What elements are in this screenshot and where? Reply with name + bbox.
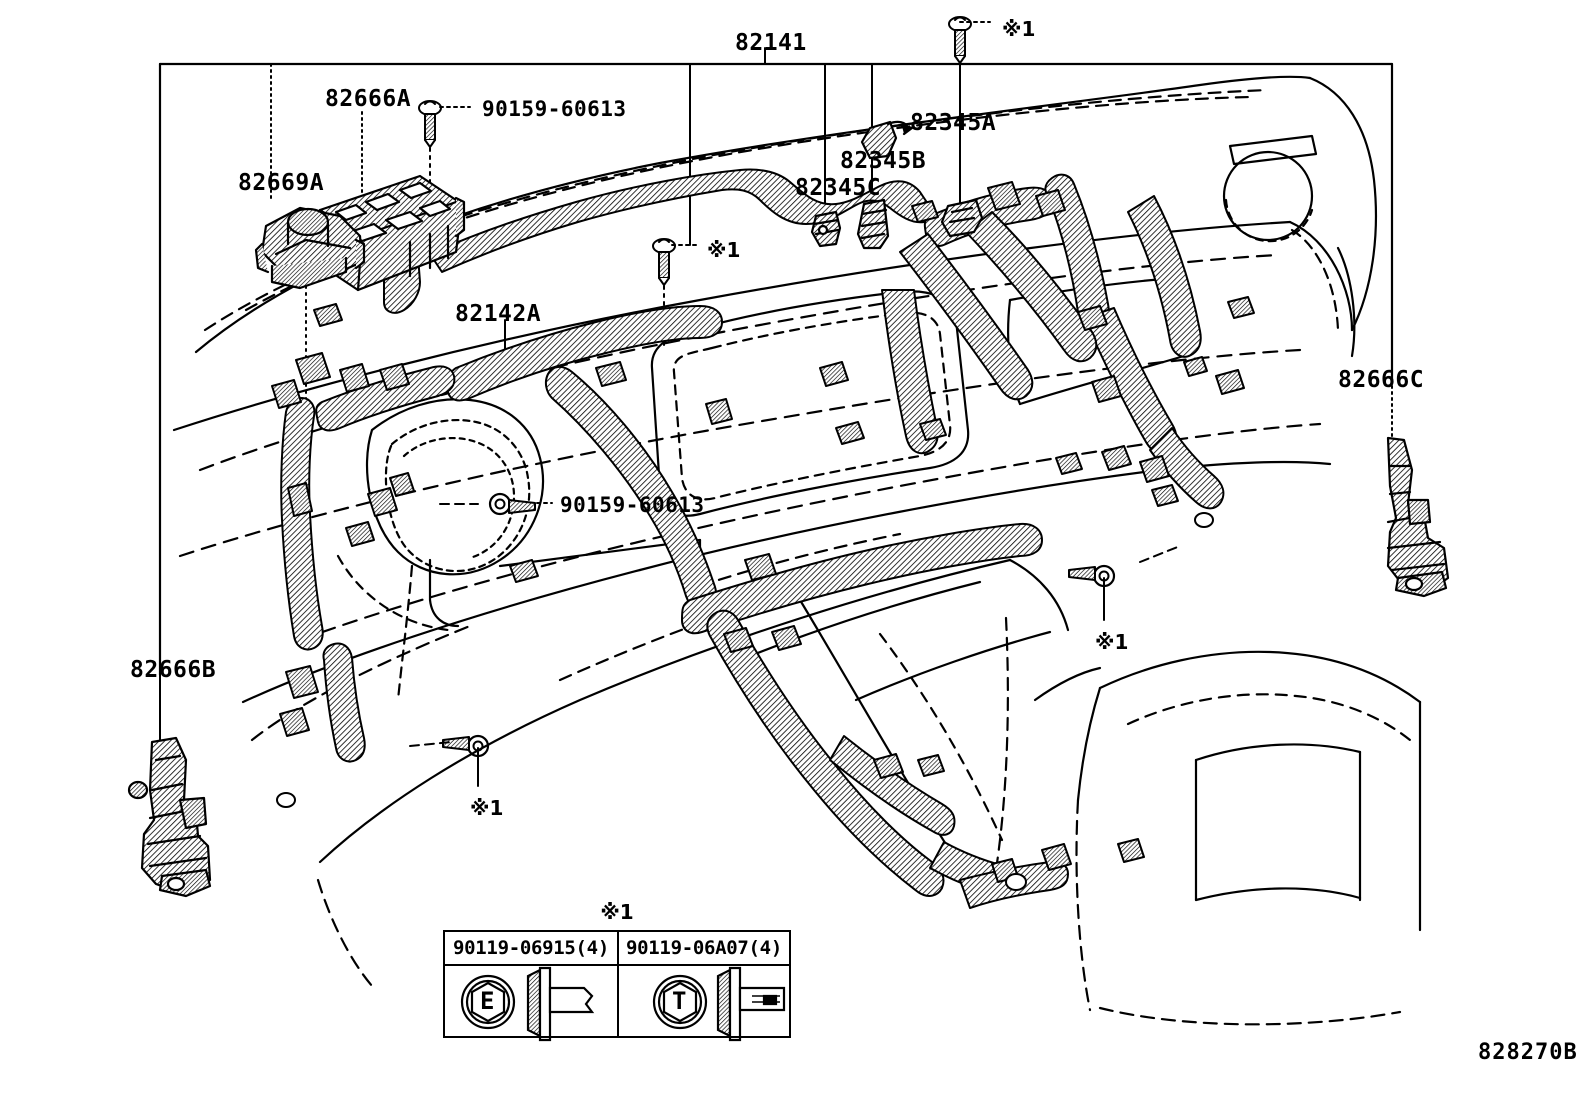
- legend-reference-mark: ※1: [600, 900, 634, 924]
- callout-82666A: 82666A: [325, 86, 412, 112]
- part-82669A: [254, 206, 366, 290]
- callout-82669A: 82669A: [238, 170, 325, 196]
- clamp-82345A-detail: [860, 120, 914, 160]
- legend-part-number-2: 90119-06A07(4): [619, 932, 789, 966]
- harness-clips: [271, 181, 1255, 883]
- bolt-ref-top-right: [947, 15, 973, 65]
- legend-column-1: 90119-06915(4): [445, 932, 617, 1036]
- legend-column-2: 90119-06A07(4): [617, 932, 789, 1036]
- callout-82666C: 82666C: [1338, 367, 1425, 393]
- bolt-ref-bottom-left: [441, 734, 490, 758]
- harness-82142A: [280, 305, 1069, 909]
- legend-head-stamp-1: E: [480, 987, 495, 1015]
- part-82666B: [127, 736, 212, 898]
- legend-head-stamp-2: T: [672, 987, 687, 1015]
- legend-bolt-illustration-2: [619, 966, 789, 1036]
- clamp-82345A: [940, 198, 984, 238]
- callout-90159-60613-mid: 90159-60613: [560, 493, 705, 517]
- legend-table: 90119-06915(4) 90119-06A07(4): [443, 930, 791, 1038]
- legend-bolt-icons: [460, 966, 786, 1042]
- diagram-id: 828270B: [1478, 1040, 1578, 1065]
- callout-82141: 82141: [735, 30, 807, 56]
- part-82666C: [1386, 436, 1450, 598]
- callout-82345A: 82345A: [910, 110, 997, 136]
- clamp-82345C: [810, 210, 842, 248]
- reference-mark-mid-left: ※1: [707, 238, 741, 262]
- callout-82345B: 82345B: [840, 148, 927, 174]
- bolt-ref-bottom-right: [1067, 564, 1116, 588]
- callout-82345C: 82345C: [795, 175, 882, 201]
- reference-mark-bottom-right: ※1: [1095, 630, 1129, 654]
- harness-right: [881, 173, 1225, 510]
- reference-mark-top-right: ※1: [1002, 17, 1036, 41]
- callout-82142A: 82142A: [455, 301, 542, 327]
- bolt-90159-60613-top: [417, 99, 443, 149]
- reference-mark-bottom-left: ※1: [470, 796, 504, 820]
- callout-90159-60613-top: 90159-60613: [482, 97, 627, 121]
- callout-82666B: 82666B: [130, 657, 217, 683]
- frame-bracket: [158, 62, 1394, 677]
- legend-bolt-illustration-1: [445, 966, 617, 1036]
- clamp-82345B: [856, 198, 890, 250]
- legend-part-number-1: 90119-06915(4): [445, 932, 617, 966]
